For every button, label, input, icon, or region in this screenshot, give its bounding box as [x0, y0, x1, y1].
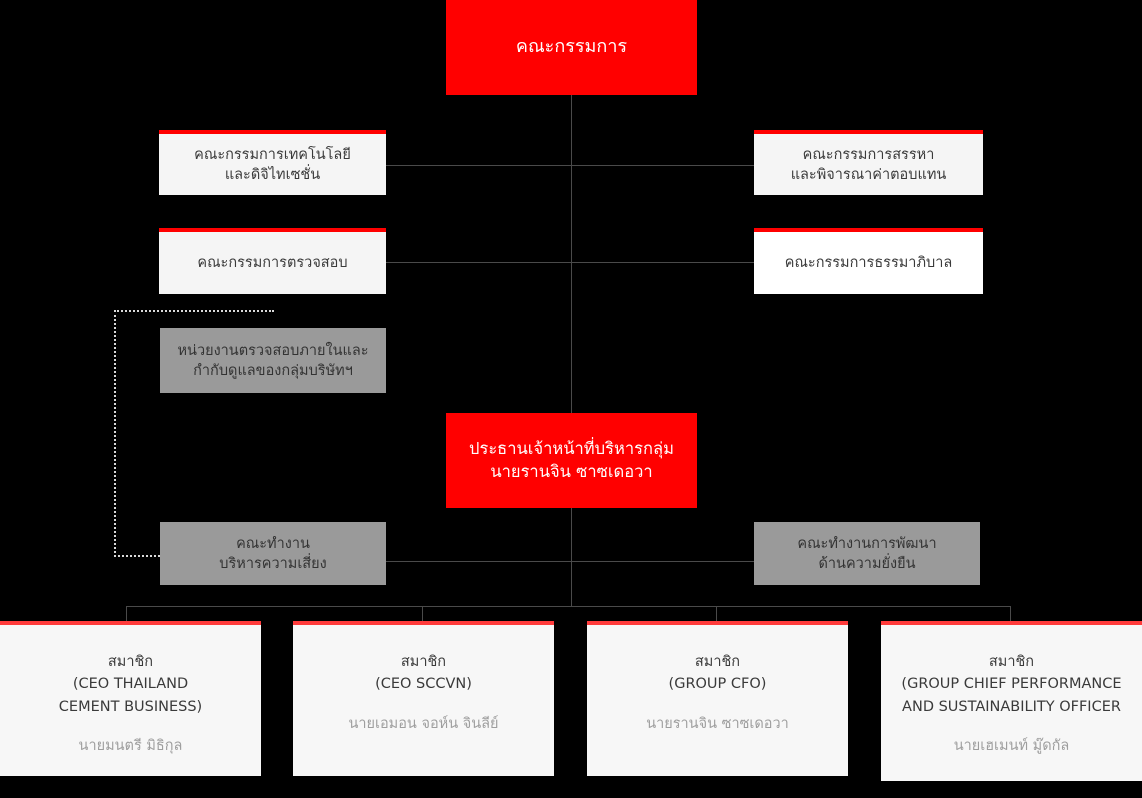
node-member-2[interactable]: สมาชิก (CEO SCCVN) นายเอมอน จอห์น จินลีย… [293, 621, 554, 776]
node-internal-audit-unit[interactable]: หน่วยงานตรวจสอบภายในและ กำกับดูแลของกลุ่… [160, 328, 386, 393]
member-4-title: สมาชิก (GROUP CHIEF PERFORMANCE AND SUST… [901, 654, 1122, 715]
internal-audit-title: หน่วยงานตรวจสอบภายในและ กำกับดูแลของกลุ่… [177, 342, 369, 379]
member-3-name: นายรานจิน ซาซเดอวา [646, 715, 789, 732]
node-committee-nomination[interactable]: คณะกรรมการสรรหา และพิจารณาค่าตอบแทน [754, 130, 983, 195]
dotted-connector-bottom [114, 555, 160, 557]
node-committee-technology[interactable]: คณะกรรมการเทคโนโลยี และดิจิไทเซชั่น [159, 130, 386, 195]
board-title: คณะกรรมการ [515, 36, 628, 58]
connector-row-technology [385, 165, 754, 166]
committee-governance-title: คณะกรรมการธรรมาภิบาล [784, 255, 953, 271]
working-group-sustainability-title: คณะทำงานการพัฒนา ด้านความยั่งยืน [797, 535, 937, 572]
member-2-title: สมาชิก (CEO SCCVN) [375, 654, 472, 693]
spine-board-to-ceo [571, 95, 572, 413]
member-2-name: นายเอมอน จอห์น จินลีย์ [348, 715, 499, 732]
node-member-4[interactable]: สมาชิก (GROUP CHIEF PERFORMANCE AND SUST… [881, 621, 1142, 781]
member-drop-3 [716, 606, 717, 622]
committee-audit-title: คณะกรรมการตรวจสอบ [197, 255, 348, 271]
spine-ceo-to-bus [571, 508, 572, 607]
member-1-name: นายมนตรี มิธิกุล [78, 738, 183, 755]
committee-technology-title: คณะกรรมการเทคโนโลยี และดิจิไทเซชั่น [194, 146, 351, 183]
dotted-connector-top [114, 310, 274, 312]
ceo-title: ประธานเจ้าหน้าที่บริหารกลุ่ม [468, 438, 674, 458]
connector-row-working-groups [385, 561, 754, 562]
node-committee-audit[interactable]: คณะกรรมการตรวจสอบ [159, 228, 386, 294]
ceo-name: นายรานจิน ซาซเดอวา [490, 461, 653, 481]
node-member-3[interactable]: สมาชิก (GROUP CFO) นายรานจิน ซาซเดอวา [587, 621, 848, 776]
member-drop-4 [1010, 606, 1011, 622]
committee-nomination-title: คณะกรรมการสรรหา และพิจารณาค่าตอบแทน [790, 146, 947, 183]
member-drop-2 [422, 606, 423, 622]
member-1-title: สมาชิก (CEO THAILAND CEMENT BUSINESS) [58, 654, 203, 715]
connector-row-audit [385, 262, 754, 263]
member-drop-1 [126, 606, 127, 622]
member-4-name: นายเฮเมนท์ มู๊ดกัล [953, 738, 1070, 755]
node-group-ceo[interactable]: ประธานเจ้าหน้าที่บริหารกลุ่ม นายรานจิน ซ… [446, 413, 697, 508]
member-bus-horizontal [126, 606, 1011, 607]
node-committee-governance[interactable]: คณะกรรมการธรรมาภิบาล [754, 228, 983, 294]
node-working-group-sustainability[interactable]: คณะทำงานการพัฒนา ด้านความยั่งยืน [754, 522, 980, 585]
node-member-1[interactable]: สมาชิก (CEO THAILAND CEMENT BUSINESS) นา… [0, 621, 261, 776]
node-board-of-directors[interactable]: คณะกรรมการ [446, 0, 697, 95]
dotted-connector-left [114, 310, 116, 557]
member-3-title: สมาชิก (GROUP CFO) [668, 654, 767, 693]
working-group-risk-title: คณะทำงาน บริหารความเสี่ยง [219, 535, 327, 572]
node-working-group-risk[interactable]: คณะทำงาน บริหารความเสี่ยง [160, 522, 386, 585]
